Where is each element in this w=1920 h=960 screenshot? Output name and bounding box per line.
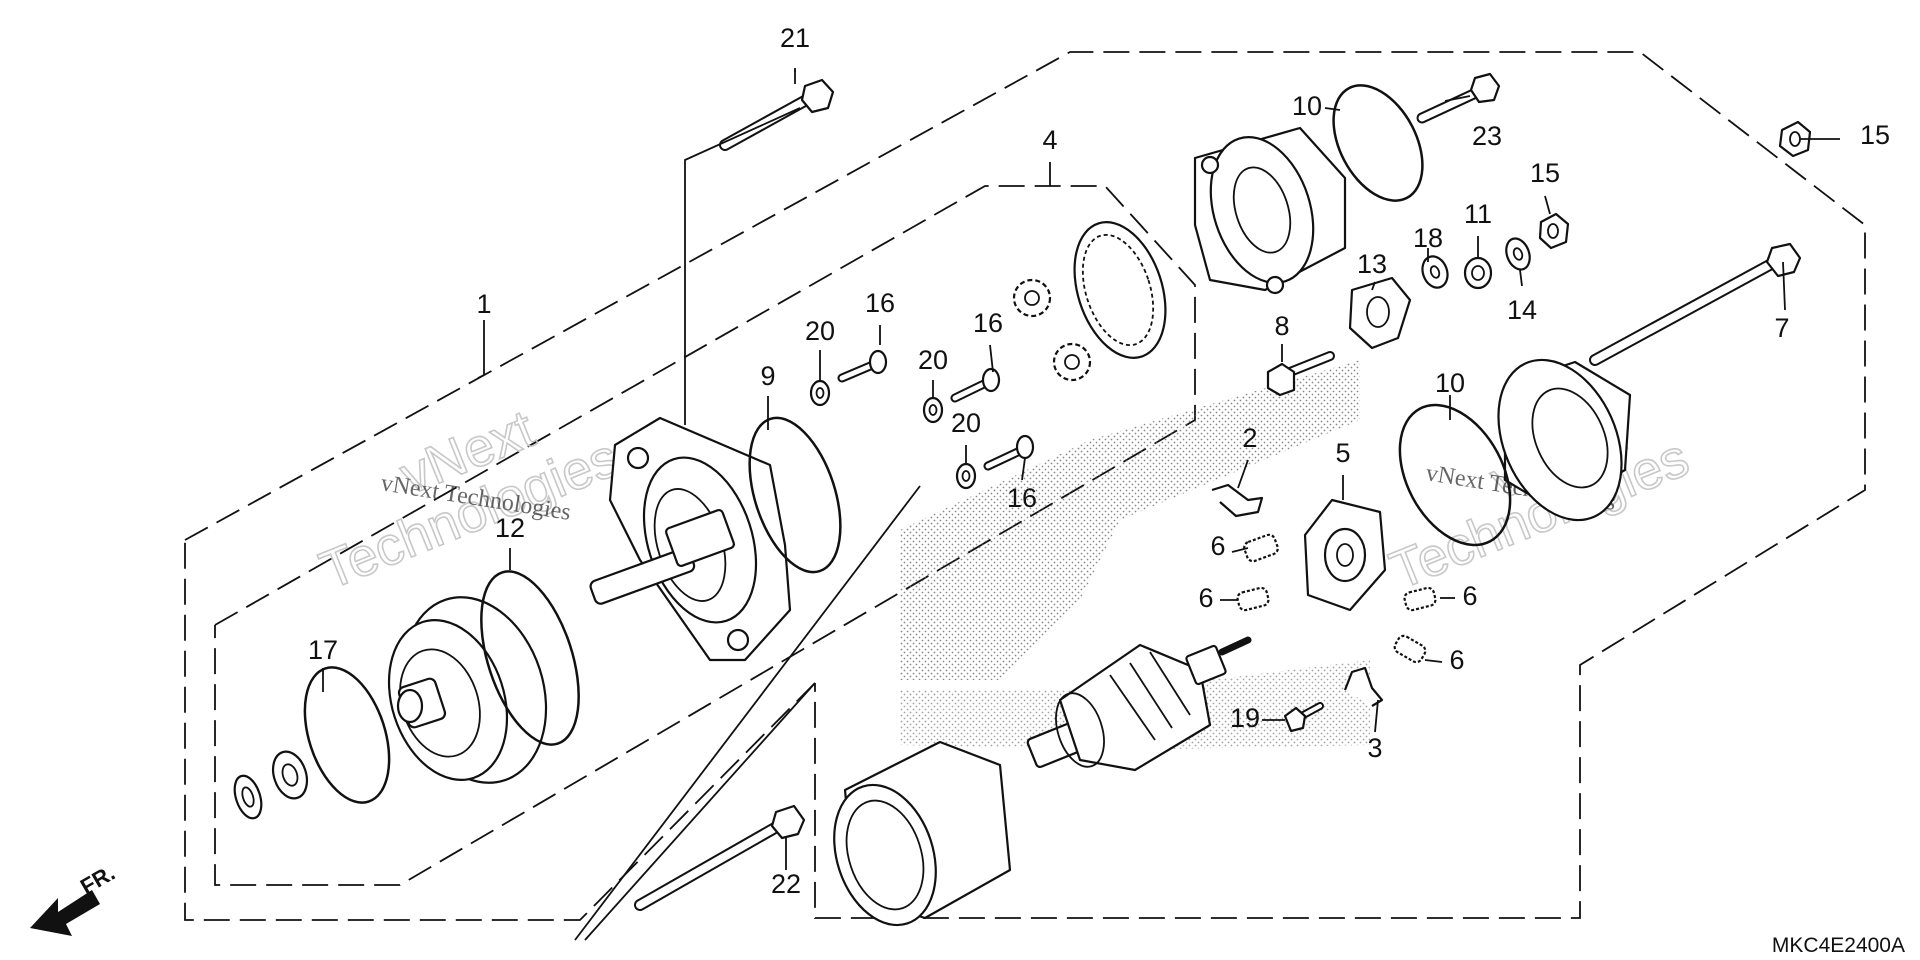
bolt-22 — [634, 804, 806, 911]
callout-labels: 21 1 4 9 12 17 10 23 15 15 11 18 14 7 13… — [308, 23, 1890, 899]
planet-gear-lower — [1052, 342, 1092, 382]
o-ring-9 — [748, 416, 842, 574]
callout-13: 13 — [1357, 249, 1387, 279]
callout-16-middle: 16 — [973, 308, 1003, 338]
armature — [1026, 636, 1252, 772]
callout-23: 23 — [1472, 121, 1502, 151]
callout-14: 14 — [1507, 295, 1537, 325]
bushing-11 — [1463, 256, 1493, 290]
terminal-13 — [1348, 276, 1412, 350]
callout-16-lower: 16 — [1007, 483, 1037, 513]
leader-lines — [322, 68, 1840, 870]
o-ring-17 — [303, 666, 391, 804]
brush-2 — [1211, 483, 1264, 518]
washer-14 — [1505, 237, 1531, 271]
washer — [271, 750, 309, 800]
diagram-code: MKC4E2400A — [1772, 934, 1905, 957]
callout-20-middle: 20 — [918, 345, 948, 375]
callout-21: 21 — [780, 23, 810, 53]
spring-6-middle — [1236, 586, 1270, 612]
front-label: FR. — [76, 860, 119, 899]
callout-6-lower: 6 — [1449, 645, 1464, 675]
washer-20-lower — [955, 462, 977, 490]
bolt-23 — [1416, 72, 1501, 124]
callout-1: 1 — [476, 289, 491, 319]
rear-cover-lower — [1497, 358, 1632, 522]
callout-6-middle: 6 — [1198, 583, 1213, 613]
callout-8: 8 — [1274, 311, 1289, 341]
planet-gear-upper — [1012, 278, 1052, 318]
callout-15-lower: 15 — [1530, 158, 1560, 188]
callout-6-upper: 6 — [1210, 531, 1225, 561]
callout-6-right: 6 — [1462, 581, 1477, 611]
pinion-housing-12 — [387, 596, 548, 784]
nut-15-upper — [1778, 120, 1812, 158]
yoke — [833, 740, 1012, 927]
callout-22: 22 — [771, 869, 801, 899]
spring-6-upper — [1243, 533, 1279, 563]
callout-17: 17 — [308, 635, 338, 665]
brush-3 — [1343, 666, 1384, 707]
washer-18 — [1421, 255, 1449, 289]
assembly-boundary-4 — [214, 185, 1196, 886]
internal-gear — [1073, 221, 1167, 359]
callout-12: 12 — [495, 513, 525, 543]
callout-20-lower: 20 — [951, 408, 981, 438]
washer-20-middle — [922, 396, 944, 424]
o-ring-12 — [480, 570, 580, 746]
spring-6-lower — [1393, 634, 1427, 664]
screw-16-lower — [983, 434, 1035, 471]
screw-16-middle — [950, 367, 1001, 403]
callout-3: 3 — [1367, 733, 1382, 763]
callout-2: 2 — [1242, 423, 1257, 453]
callout-19: 19 — [1230, 703, 1260, 733]
washer-20-upper — [809, 379, 831, 407]
callout-4: 4 — [1042, 125, 1057, 155]
front-bracket — [589, 416, 792, 662]
bolt-7 — [1589, 242, 1802, 366]
callout-11: 11 — [1464, 199, 1492, 229]
o-ring-10-lower — [1398, 403, 1512, 547]
mounting-guide-lines — [574, 485, 921, 941]
screw-19 — [1283, 702, 1324, 733]
bolt-21 — [719, 78, 835, 151]
assembly-boundary-1 — [184, 51, 1866, 921]
callout-15-upper: 15 — [1860, 120, 1890, 150]
screw-16-upper — [837, 349, 888, 383]
callout-20-upper: 20 — [805, 316, 835, 346]
callout-9: 9 — [760, 361, 775, 391]
callout-16-upper: 16 — [865, 288, 895, 318]
callout-18: 18 — [1413, 223, 1443, 253]
callout-5: 5 — [1335, 438, 1350, 468]
callout-10-upper: 10 — [1292, 91, 1322, 121]
nut-15-lower — [1538, 212, 1570, 250]
front-direction-arrow: FR. — [30, 860, 119, 936]
spring-6-right — [1403, 586, 1437, 612]
rear-cover-upper — [1193, 126, 1347, 295]
callout-10-lower: 10 — [1435, 368, 1465, 398]
o-ring-10-upper — [1332, 84, 1424, 202]
snap-ring — [233, 774, 263, 820]
brush-holder-5 — [1303, 498, 1387, 612]
callout-7: 7 — [1774, 313, 1789, 343]
bolt-8 — [1266, 351, 1335, 397]
